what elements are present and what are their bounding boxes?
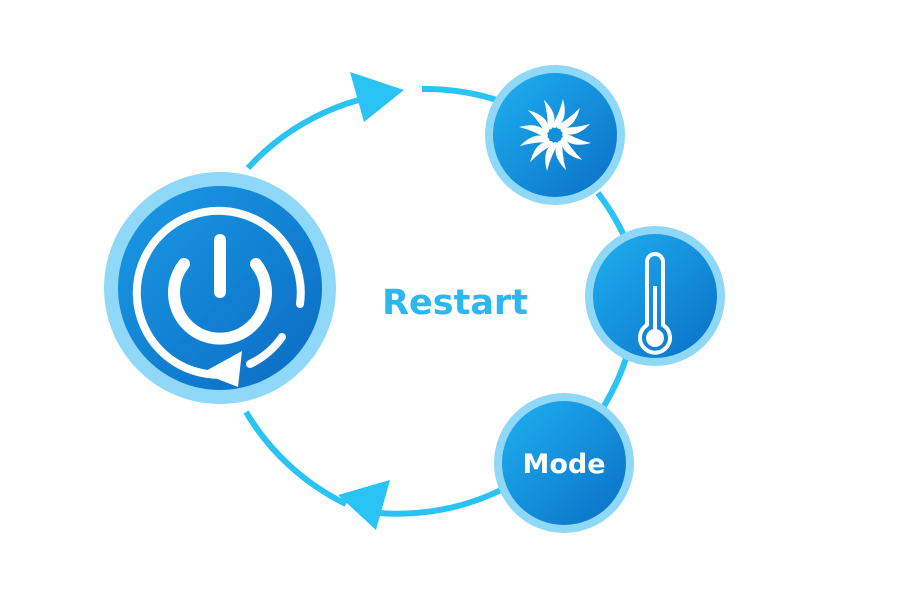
arrowhead-bottom <box>338 480 390 530</box>
center-label: Restart <box>382 283 528 323</box>
ring-arc-right-upper <box>595 191 629 242</box>
mode-button[interactable]: Mode <box>494 393 634 533</box>
fan-blade <box>543 99 555 131</box>
fan-blade <box>555 139 567 171</box>
ring-arc-bottom-left <box>243 410 348 507</box>
ring-arc-top-right <box>421 85 501 104</box>
power-button[interactable] <box>104 172 336 404</box>
fan-blade <box>559 123 591 135</box>
fan-blade <box>530 141 555 163</box>
fan-blade <box>527 110 549 135</box>
mode-button-disc <box>502 401 626 525</box>
fan-blade <box>519 135 551 147</box>
arrowhead-top <box>350 72 404 122</box>
fan-blade <box>562 131 591 145</box>
fan-blade <box>555 107 580 129</box>
fan-blade <box>545 142 559 171</box>
power-restart-icon <box>132 206 305 379</box>
ring-arc-right-lower <box>601 351 631 408</box>
fan-button[interactable] <box>485 65 625 205</box>
mode-button-label: Mode <box>522 449 605 480</box>
thermometer-icon <box>638 252 672 355</box>
fan-button-disc <box>493 73 617 197</box>
fan-icon <box>519 99 591 171</box>
ring-arc-bottom <box>379 486 505 517</box>
fan-blade <box>561 135 583 160</box>
fan-blade <box>519 125 548 139</box>
temperature-button[interactable] <box>585 226 725 366</box>
fan-blade <box>551 99 565 128</box>
restart-arrowhead-icon <box>202 351 242 387</box>
